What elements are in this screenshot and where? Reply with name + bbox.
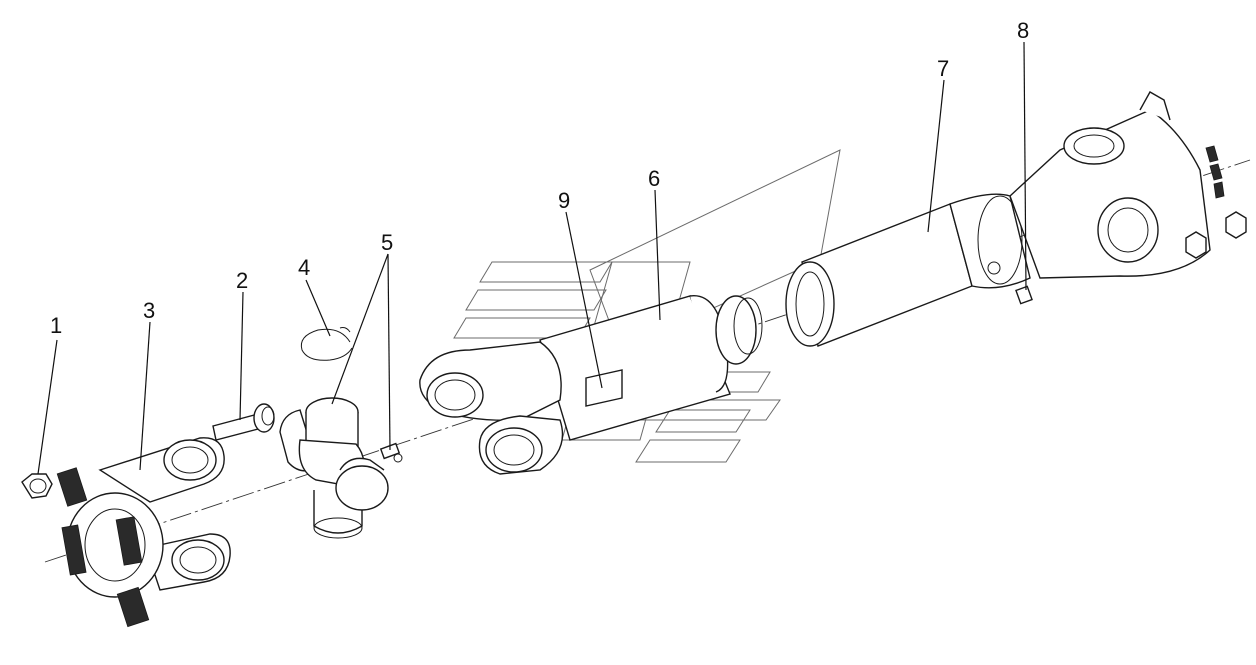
leader-2 <box>239 291 244 421</box>
leader-3 <box>139 321 151 471</box>
leader-5b <box>387 253 391 451</box>
part-grease-fitting-2 <box>1015 285 1033 305</box>
leader-7 <box>927 79 945 233</box>
callout-5: 5 <box>381 230 393 255</box>
callout-6: 6 <box>648 166 660 191</box>
leader-1 <box>37 339 58 475</box>
leader-6 <box>654 189 661 321</box>
part-tube <box>785 203 973 347</box>
callout-3: 3 <box>143 298 155 323</box>
leader-lines <box>37 41 1027 475</box>
leader-8 <box>1023 41 1027 291</box>
part-retaining-ring <box>300 327 353 361</box>
leader-5a <box>331 253 389 405</box>
leader-4 <box>305 279 331 337</box>
callout-1: 1 <box>50 313 62 338</box>
callout-4: 4 <box>298 255 310 280</box>
callout-7: 7 <box>937 56 949 81</box>
part-tag <box>585 369 623 407</box>
part-flange-yoke <box>56 437 231 628</box>
part-grease-fitting <box>379 442 403 463</box>
leader-9 <box>565 211 603 389</box>
part-universal-joint-cross <box>279 397 389 539</box>
part-nut <box>21 473 53 499</box>
callout-8: 8 <box>1017 18 1029 43</box>
callout-2: 2 <box>236 268 248 293</box>
part-bolt <box>212 403 275 441</box>
callout-labels: 1 2 3 4 5 6 7 8 9 <box>50 18 1029 338</box>
part-tube-yoke <box>949 91 1247 289</box>
callout-9: 9 <box>558 188 570 213</box>
